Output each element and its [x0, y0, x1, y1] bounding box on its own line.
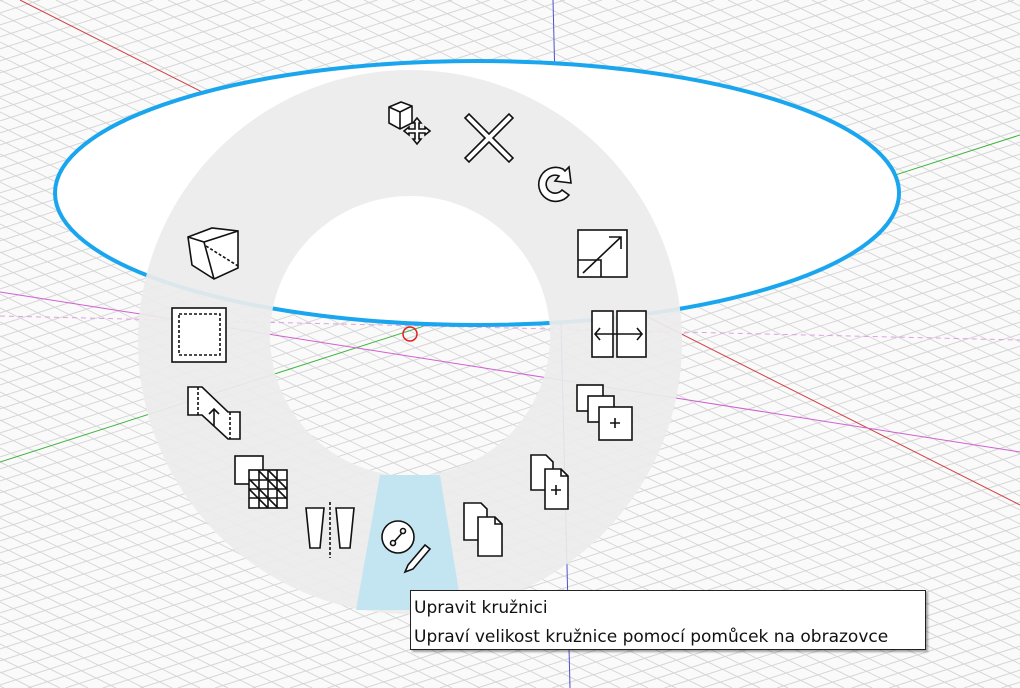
move-cube-icon — [388, 101, 432, 146]
mirror-icon — [305, 502, 355, 558]
grid-line — [0, 657, 61, 688]
grid-line — [889, 645, 1020, 688]
grid-line — [0, 573, 229, 688]
scale-icon — [577, 229, 628, 278]
construction-line-dashed — [0, 315, 1020, 341]
rotate-icon — [537, 165, 572, 203]
grid-line — [0, 447, 481, 688]
grid-line — [0, 0, 303, 98]
grid-line — [699, 0, 1020, 161]
grid-line — [0, 0, 153, 50]
grid-line — [0, 213, 1020, 542]
grid-line — [755, 0, 1020, 133]
grid-line — [0, 0, 78, 26]
grid-line — [0, 0, 266, 86]
grid-line — [923, 0, 1020, 49]
tooltip: Upravit kružnici Upraví velikost kružnic… — [410, 590, 926, 650]
copy-documents-icon — [463, 502, 503, 557]
extrude-offset-button[interactable] — [184, 382, 244, 442]
grid-line — [0, 0, 228, 74]
duplicate-plus-button[interactable] — [526, 452, 586, 512]
grid-line — [0, 0, 378, 122]
grid-line — [0, 475, 425, 688]
grid-line — [0, 559, 257, 688]
grid-line — [402, 489, 1020, 688]
grid-line — [327, 465, 1020, 688]
grid-line — [0, 587, 201, 688]
hatch-pattern-button[interactable] — [232, 453, 292, 513]
copy-array-plus-icon — [576, 384, 633, 441]
grid-line — [951, 0, 1020, 35]
resize-horizontal-icon — [591, 310, 647, 358]
grid-line — [252, 441, 1020, 688]
edit-circle-button[interactable] — [378, 515, 438, 575]
grid-line — [177, 417, 1020, 688]
grid-line — [0, 237, 1020, 566]
resize-horizontal-button[interactable] — [589, 305, 649, 365]
grid-line — [783, 0, 1020, 119]
grid-line — [0, 0, 41, 14]
copy-array-button[interactable] — [574, 382, 634, 442]
hatch-pattern-icon — [234, 455, 288, 509]
close-button[interactable] — [459, 110, 519, 170]
grid-line — [0, 461, 453, 688]
grid-line — [0, 249, 1020, 578]
pivot-point — [402, 326, 418, 342]
grid-line — [811, 0, 1020, 105]
grid-line — [0, 489, 397, 688]
grid-line — [0, 615, 145, 688]
grid-line — [0, 0, 490, 158]
grid-line — [895, 0, 1020, 63]
tooltip-title: Upravit kružnici — [414, 598, 548, 618]
grid-line — [0, 225, 1020, 554]
grid-line — [839, 0, 1020, 91]
scale-button[interactable] — [573, 225, 633, 285]
grid-line — [979, 0, 1020, 21]
grid-line — [0, 261, 1020, 590]
grid-line — [851, 633, 1020, 688]
grid-line — [364, 477, 1020, 688]
move-cube-button[interactable] — [375, 93, 435, 153]
offset-square-button[interactable] — [169, 305, 229, 365]
grid-line — [214, 429, 1020, 688]
copy-button[interactable] — [459, 500, 519, 560]
grid-line — [814, 621, 1020, 688]
close-icon — [463, 112, 515, 164]
tooltip-description: Upraví velikost kružnice pomocí pomůcek … — [414, 627, 889, 647]
grid-line — [0, 0, 453, 146]
rotate-button[interactable] — [525, 155, 585, 215]
grid-line — [867, 0, 1020, 77]
grid-line — [0, 643, 89, 688]
grid-line — [926, 657, 1020, 688]
extrude-offset-icon — [187, 386, 241, 440]
grid-line — [1001, 681, 1020, 688]
split-cube-icon — [187, 227, 239, 280]
grid-line — [0, 545, 285, 688]
grid-line — [0, 0, 341, 110]
duplicate-document-plus-icon — [530, 454, 569, 510]
grid-line — [0, 0, 4, 2]
offset-square-icon — [171, 307, 227, 363]
grid-line — [0, 0, 415, 134]
grid-line — [671, 0, 1020, 175]
grid-line — [0, 503, 369, 688]
grid-line — [963, 669, 1020, 688]
split-cube-button[interactable] — [184, 225, 244, 285]
edit-circle-icon — [381, 520, 432, 574]
mirror-button[interactable] — [300, 500, 360, 560]
grid-line — [0, 0, 191, 62]
